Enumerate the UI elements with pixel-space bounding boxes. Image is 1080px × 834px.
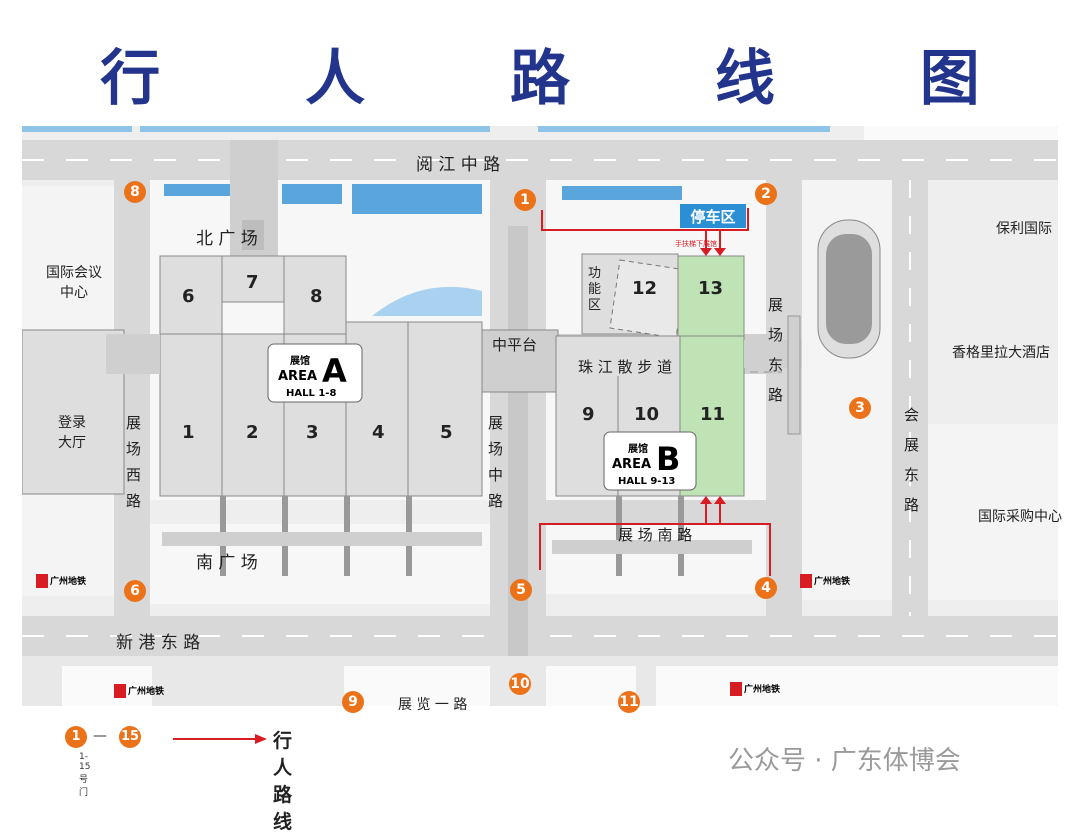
hall-6-number: 6 bbox=[182, 286, 195, 307]
svg-text:广州地铁: 广州地铁 bbox=[814, 575, 850, 587]
shangri-label: 香格里拉大酒店 bbox=[952, 345, 1050, 361]
hall-8-number: 8 bbox=[310, 286, 323, 307]
hall-2-number: 2 bbox=[246, 422, 259, 443]
metro-logo: 广州地铁 bbox=[114, 684, 164, 698]
gate-6: 6 bbox=[124, 580, 146, 602]
stair-note: 手扶梯下展馆 bbox=[675, 239, 717, 248]
area-a-sub: HALL 1-8 bbox=[286, 388, 336, 399]
legend-route-arrow bbox=[173, 734, 267, 744]
gate-2: 2 bbox=[755, 183, 777, 205]
riverside-label: 珠 江 散 步 道 bbox=[578, 358, 673, 376]
road-north bbox=[22, 140, 1058, 180]
river-strip bbox=[140, 126, 490, 132]
area-b-zh: 展馆 bbox=[628, 442, 648, 455]
metro-logo: 广州地铁 bbox=[800, 574, 850, 588]
hall-13-number: 13 bbox=[698, 278, 724, 299]
watermark: 公众号 · 广东体博会 bbox=[728, 746, 961, 776]
road-hall-south bbox=[546, 500, 766, 524]
hall-5 bbox=[407, 321, 483, 497]
hall-5-number: 5 bbox=[440, 422, 453, 443]
road-east-label: 展场东路 bbox=[768, 296, 784, 404]
gate-9: 9 bbox=[342, 691, 364, 713]
center-platform bbox=[481, 329, 559, 393]
road-huizhan-east-label: 会展东路 bbox=[904, 406, 920, 514]
route bbox=[541, 208, 749, 231]
block bbox=[864, 126, 1058, 140]
poly-label: 保利国际 bbox=[996, 221, 1052, 237]
gate-11: 11 bbox=[618, 691, 640, 713]
metro-logo: 广州地铁 bbox=[36, 574, 86, 588]
parking-label: 停车区 bbox=[690, 208, 735, 226]
gate-10: 10 bbox=[509, 673, 531, 695]
legend-gate-to: 15 bbox=[119, 726, 141, 748]
pedestrian-route-map: 停车区 手扶梯下展馆 展馆 AREA A HALL 1-8 展馆 AREA B … bbox=[22, 126, 1058, 706]
gate-8: 8 bbox=[124, 181, 146, 203]
hall-1 bbox=[159, 333, 223, 497]
hall-4-number: 4 bbox=[372, 422, 385, 443]
hall-7 bbox=[221, 255, 285, 303]
svg-text:广州地铁: 广州地铁 bbox=[128, 685, 164, 697]
route bbox=[539, 523, 771, 576]
north-plaza-label: 北 广 场 bbox=[196, 229, 258, 249]
hall-10-number: 10 bbox=[634, 404, 660, 425]
road-west-label: 展场西路 bbox=[126, 414, 142, 510]
gate-3: 3 bbox=[849, 397, 871, 419]
function-zone-label: 功能区 bbox=[588, 266, 602, 313]
hall-12-number: 12 bbox=[632, 278, 658, 299]
procurement-label: 国际采购中心 bbox=[978, 509, 1062, 525]
water bbox=[282, 184, 342, 204]
area-a-badge bbox=[267, 343, 363, 403]
legend-dash: — bbox=[93, 728, 107, 744]
hall-12 bbox=[609, 259, 687, 339]
intl-conf-label: 国际会议中心 bbox=[46, 265, 102, 301]
road-south-label: 新 港 东 路 bbox=[116, 633, 201, 653]
area-b-badge bbox=[603, 431, 697, 491]
hall-1-number: 1 bbox=[182, 422, 195, 443]
gate-4: 4 bbox=[755, 577, 777, 599]
hall-6 bbox=[159, 255, 223, 337]
area-b-sub: HALL 9-13 bbox=[618, 476, 675, 487]
water bbox=[352, 184, 482, 214]
legend-gate-from: 1 bbox=[65, 726, 87, 748]
hall-9-number: 9 bbox=[582, 404, 595, 425]
hall-3-number: 3 bbox=[306, 422, 319, 443]
parking-badge bbox=[680, 204, 746, 228]
hall-13 bbox=[677, 255, 745, 337]
water bbox=[372, 286, 482, 316]
hall-south-block bbox=[546, 524, 766, 594]
page-title: 行 人 路 线 图 bbox=[100, 44, 1042, 114]
center-platform-label: 中平台 bbox=[492, 336, 538, 354]
area-b-letter: B bbox=[656, 440, 680, 478]
metro-logo: 广州地铁 bbox=[730, 682, 780, 696]
river-strip bbox=[538, 126, 830, 132]
svg-text:广州地铁: 广州地铁 bbox=[50, 575, 86, 587]
road-middle-label: 展场中路 bbox=[488, 414, 504, 510]
area-a-zh: 展馆 bbox=[290, 354, 310, 367]
legend-gate-caption: 1-15号门 bbox=[79, 752, 91, 798]
hall-7-number: 7 bbox=[246, 272, 259, 293]
register-label: 登录大厅 bbox=[58, 415, 86, 451]
legend-route-label: 行人路线 bbox=[273, 730, 293, 833]
river-strip bbox=[22, 126, 132, 132]
hall-11-number: 11 bbox=[700, 404, 726, 425]
area-a-letter: A bbox=[322, 352, 347, 390]
svg-text:广州地铁: 广州地铁 bbox=[744, 683, 780, 695]
area-b-area: AREA bbox=[612, 457, 651, 472]
area-a-area: AREA bbox=[278, 369, 317, 384]
gate-1: 1 bbox=[514, 189, 536, 211]
south-plaza-label: 南 广 场 bbox=[196, 553, 258, 573]
water bbox=[562, 186, 682, 200]
hall-south-road-label: 展 场 南 路 bbox=[618, 526, 693, 544]
gate-5: 5 bbox=[510, 579, 532, 601]
bottom-road-label: 展 览 一 路 bbox=[398, 697, 468, 713]
road-north-label: 阅 江 中 路 bbox=[416, 155, 501, 175]
